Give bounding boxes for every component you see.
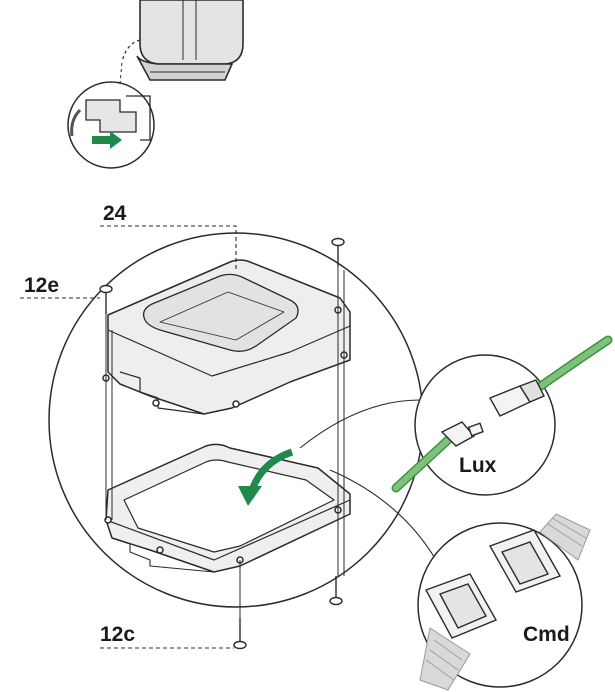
cover-plate	[102, 259, 351, 415]
alignment-lines	[105, 266, 345, 618]
curved-arrow-icon	[238, 448, 294, 506]
label-leaders	[20, 225, 237, 649]
right-arrow-icon	[92, 131, 122, 149]
callout-leader-cmd	[329, 469, 437, 561]
top-unit	[121, 0, 244, 81]
inset-detail	[67, 61, 155, 169]
part-label-12c: 12c	[100, 623, 135, 646]
tray-plate	[104, 443, 351, 573]
cmd-connector-callout: Cmd	[417, 513, 591, 691]
part-label-12e: 12e	[24, 274, 59, 297]
part-label-24: 24	[103, 202, 127, 225]
lux-connector-callout: Lux	[391, 335, 613, 496]
connector-label-cmd: Cmd	[523, 623, 570, 646]
screw-icon	[99, 237, 345, 650]
connector-label-lux: Lux	[459, 454, 497, 477]
callout-leader-lux	[299, 399, 421, 449]
